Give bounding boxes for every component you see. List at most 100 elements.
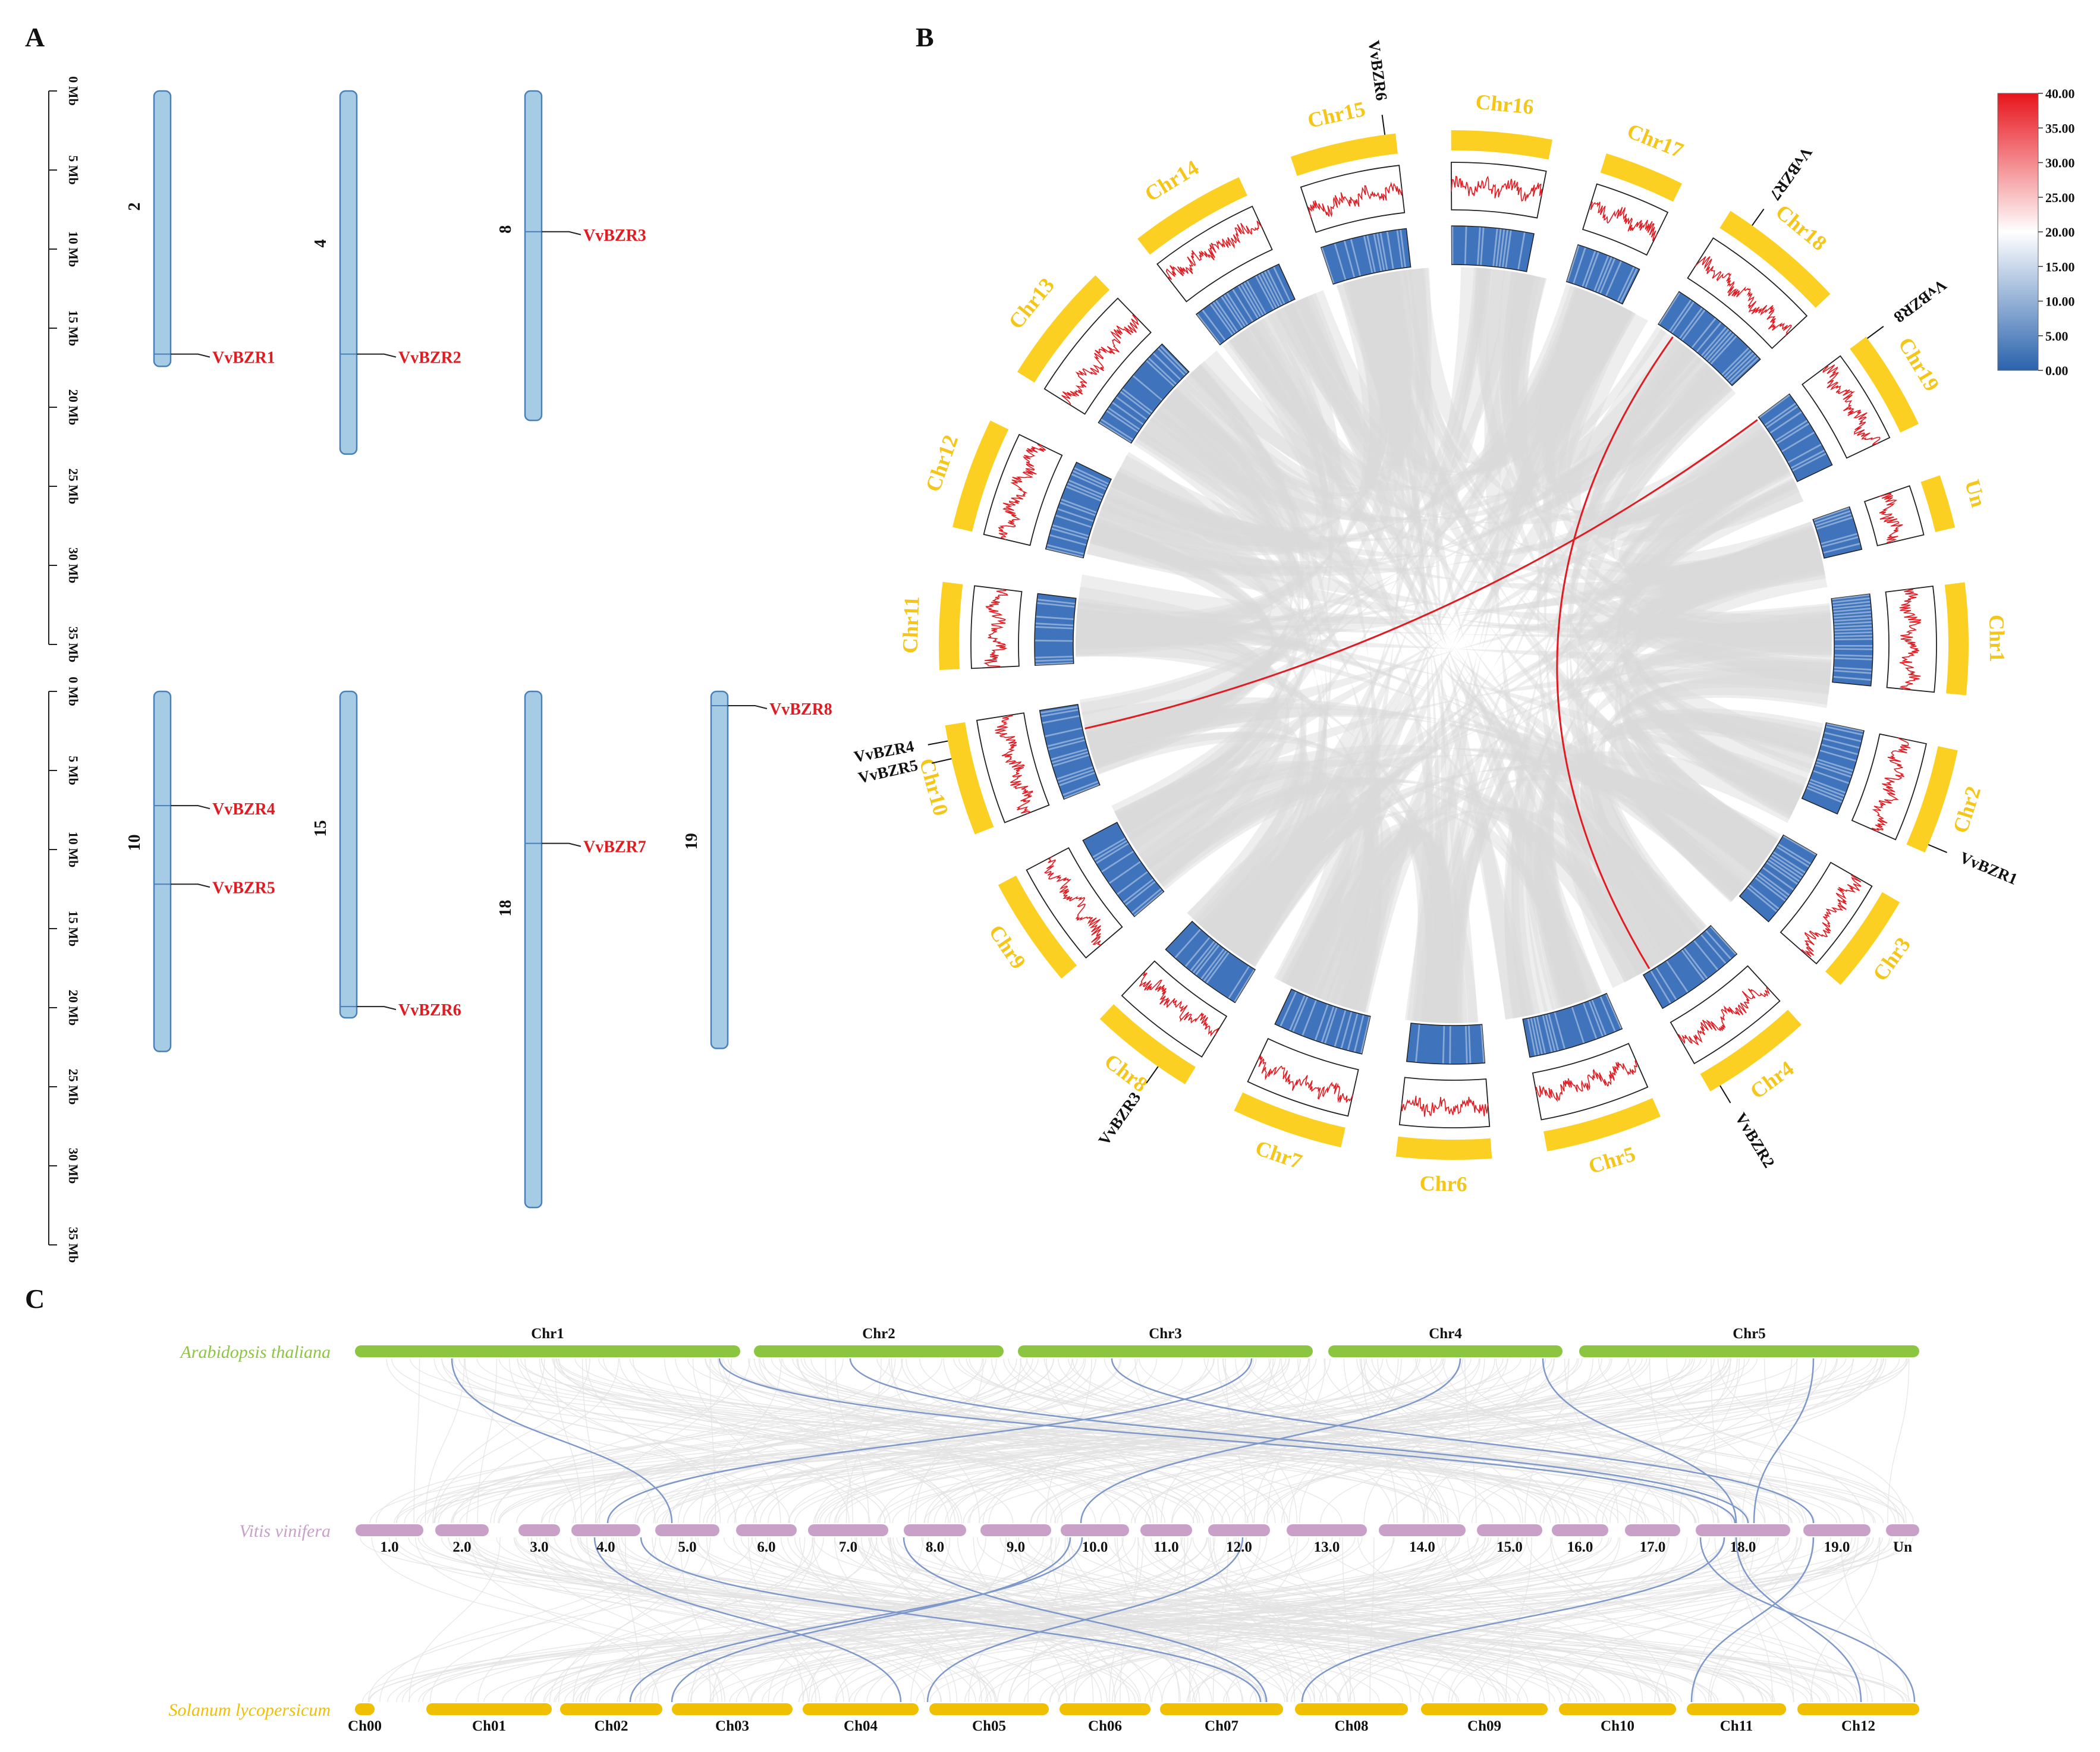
- circos-gene-label-vvbzr7: VvBZR7: [1766, 144, 1816, 204]
- heatmap-stripe: [1834, 657, 1872, 660]
- synteny-chr-11.0: [1140, 1524, 1192, 1536]
- gray-collinearity-link: [1608, 731, 1808, 901]
- line-track-frame: [1300, 165, 1406, 233]
- gray-collinearity-link: [1404, 288, 1600, 1023]
- heatmap-stripe: [1038, 599, 1075, 605]
- gray-synteny-link: [876, 1537, 1130, 1703]
- gray-synteny-link: [884, 1358, 1909, 1524]
- gray-synteny-link: [552, 1358, 1458, 1524]
- heatmap-stripe: [1035, 662, 1073, 666]
- blue-synteny-link: [718, 1358, 1736, 1524]
- gray-synteny-link: [634, 1537, 1790, 1703]
- gray-collinearity-link: [1543, 298, 1702, 491]
- gray-collinearity-link: [1138, 364, 1313, 870]
- gray-collinearity-link: [1373, 272, 1433, 1023]
- heatmap-stripe: [1099, 422, 1132, 443]
- chromosome-label: 15: [312, 820, 330, 837]
- gc-line-chr14: [1165, 221, 1262, 281]
- heatmap-stripe: [1666, 960, 1689, 993]
- circos-gene-tick: [1719, 1085, 1731, 1103]
- circos-gene-label-vvbzr8: VvBZR8: [1891, 276, 1950, 326]
- gray-collinearity-link: [1601, 677, 1831, 935]
- heatmap-stripe: [1769, 411, 1802, 434]
- gray-synteny-link: [516, 1358, 1290, 1524]
- gray-collinearity-link: [1504, 271, 1820, 773]
- heatmap-stripe: [1768, 859, 1800, 882]
- gc-line-chr13: [1061, 314, 1139, 405]
- line-track-frame: [1801, 355, 1891, 459]
- circos-chr-label: Chr14: [1140, 155, 1203, 206]
- circos-gene-tick: [932, 758, 952, 764]
- gray-synteny-link: [1297, 1358, 1444, 1524]
- gray-collinearity-link: [1233, 270, 1411, 477]
- heatmap-stripe: [1703, 329, 1730, 358]
- heatmap-stripe: [1554, 1012, 1565, 1049]
- gc-line-chr11: [983, 589, 1008, 668]
- heatmap-stripe: [1832, 597, 1870, 603]
- gray-collinearity-link: [1101, 275, 1391, 546]
- line-track-frame: [1532, 1043, 1649, 1121]
- gray-synteny-link: [554, 1537, 1403, 1703]
- gray-collinearity-link: [1140, 356, 1723, 523]
- heatmap-stripe: [1449, 1026, 1451, 1064]
- heatmap-stripe: [1517, 232, 1526, 270]
- synteny-chr-ch08: [1295, 1703, 1408, 1715]
- circos-chr-label: Chr15: [1305, 97, 1367, 133]
- gray-collinearity-link: [1089, 541, 1824, 770]
- gray-collinearity-link: [1484, 269, 1602, 1005]
- heatmap-stripe: [1314, 1004, 1329, 1040]
- gray-collinearity-link: [1076, 276, 1385, 655]
- heatmap-stripe: [1705, 331, 1732, 360]
- heatmap-stripe: [1705, 930, 1732, 960]
- gray-synteny-link: [1238, 1537, 1631, 1703]
- circos-chr-label: Chr16: [1475, 90, 1535, 119]
- gray-collinearity-link: [1079, 270, 1526, 716]
- gray-collinearity-link: [1388, 269, 1609, 465]
- gray-collinearity-link: [1541, 287, 1778, 858]
- chromosome-bar-19: [710, 690, 729, 1049]
- synteny-chr-ch04: [803, 1703, 919, 1715]
- legend-tick-label: 25.00: [2045, 190, 2075, 205]
- circos-chr-label: Chr19: [1894, 333, 1944, 395]
- gray-collinearity-link: [1167, 270, 1410, 496]
- heatmap-stripe: [1833, 608, 1871, 613]
- gray-synteny-link: [919, 1358, 1448, 1524]
- heatmap-segment-chr9: [1082, 822, 1165, 917]
- heatmap-stripe: [1061, 498, 1097, 514]
- synteny-chr-label: Un: [1893, 1539, 1912, 1555]
- gray-synteny-link: [586, 1537, 722, 1703]
- gray-collinearity-link: [1445, 524, 1818, 1023]
- gray-synteny-link: [433, 1358, 886, 1524]
- gray-synteny-link: [625, 1537, 642, 1703]
- gray-collinearity-link: [1614, 457, 1792, 869]
- synteny-chr-label: 2.0: [452, 1539, 471, 1555]
- heatmap-stripe: [1724, 350, 1752, 378]
- gc-line-chr10: [995, 715, 1033, 814]
- gray-synteny-link: [441, 1358, 870, 1524]
- gray-synteny-link: [815, 1358, 1157, 1524]
- heatmap-stripe: [1042, 715, 1080, 724]
- gray-synteny-link: [1100, 1358, 1602, 1524]
- heatmap-stripe: [1065, 486, 1102, 502]
- scale-tick-label: 20 Mb: [66, 990, 81, 1026]
- heatmap-stripe: [1762, 867, 1794, 891]
- scale-tick-label: 10 Mb: [66, 832, 81, 868]
- synteny-chr-10.0: [1061, 1524, 1129, 1536]
- blue-synteny-link: [1111, 1358, 1815, 1524]
- synteny-chr-7.0: [808, 1524, 888, 1536]
- gray-synteny-link: [1361, 1358, 1398, 1524]
- gray-synteny-link: [869, 1537, 1212, 1703]
- gray-synteny-link: [404, 1358, 1247, 1524]
- gray-collinearity-link: [1187, 801, 1454, 1023]
- gray-collinearity-link: [1086, 370, 1729, 577]
- gray-collinearity-link: [1618, 422, 1821, 582]
- circos-chr-label: Chr10: [915, 756, 953, 818]
- gray-synteny-link: [1171, 1358, 1728, 1524]
- heatmap-stripe: [1548, 1014, 1560, 1051]
- gray-collinearity-link: [1076, 624, 1832, 681]
- heatmap-stripe: [1728, 354, 1757, 382]
- blue-synteny-link: [1735, 1537, 1862, 1703]
- heatmap-stripe: [1671, 301, 1695, 334]
- gray-collinearity-link: [1202, 267, 1487, 945]
- heatmap-stripe: [1749, 884, 1780, 910]
